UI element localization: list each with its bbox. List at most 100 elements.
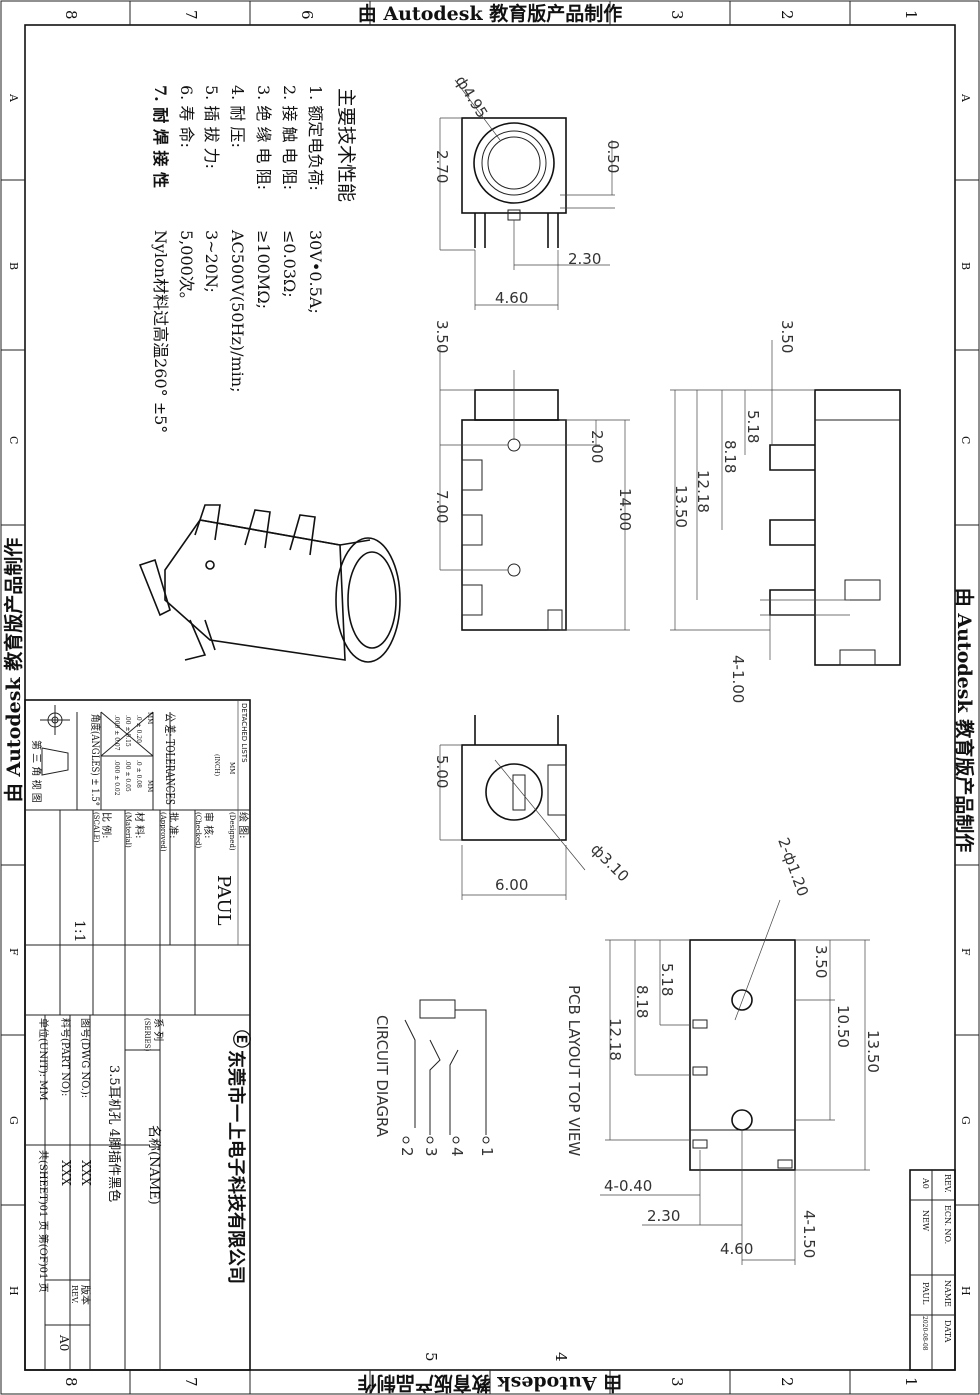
specs-title: 主要技术性能 [335,88,357,202]
pcb-layout-label: PCB LAYOUT TOP VIEW [565,985,583,1156]
zones-numbers-bottom-0: 8 [62,1377,80,1387]
side-view [439,345,630,631]
title-block-series-en: (SERIES) [143,1018,151,1052]
title-block-dwg-value: XXX [79,1160,93,1186]
title-block-scale-en: (SCALE) [92,812,100,843]
specs-items-6-value: Nylon材料过高温260° ±5° [151,230,170,433]
zones-numbers-top-1: 7 [182,10,200,20]
specs-items-6-label: 7. 耐 焊 接 性 [151,85,170,188]
revision-table-headers-0: REV. [943,1174,952,1193]
circuit-diagram [402,999,490,1144]
dimensions-d2x120: 2-ф1.20 [774,835,812,899]
dimensions-d200: 2.00 [588,430,606,463]
title-block-material-en: (Material) [124,812,132,848]
title-block-sheet: 共(SHEET)01 页 第(OF)01 页 [37,1150,50,1293]
zone-numbers: 8 7 6 3 2 1 8 7 5 4 3 2 1 [62,10,920,1387]
title-block-angles: 角度(ANGLES) ± 1.5° [89,714,102,806]
dimensions-d600: 6.00 [495,876,528,894]
zones-letters-5: F [7,948,20,956]
zones-numbers-bottom-3: 4 [552,1352,570,1362]
revision-table-row-3: 2020-08-08 [921,1316,928,1351]
specs-items-1-label: 2. 接 触 电 阻: [280,85,299,190]
dimensions-d518a: 5.18 [744,410,762,443]
dimensions-d230a: 2.30 [568,250,601,268]
pcb-layout [600,899,870,1265]
dimensions-d310: ф3.10 [587,840,632,885]
title-block-scale-value: 1:1 [71,920,87,943]
zones-numbers-top-3: 3 [668,10,686,20]
specs-items-2-label: 3. 绝 缘 电 阻: [254,85,273,190]
title-block-material-label: 材 料: [133,812,146,839]
zones-letters-0: A [959,93,972,103]
title-block-tolerances: 公 差: TOLERANCES [163,713,177,805]
dimensions-d460a: 4.60 [495,289,528,307]
title-block-designed-label: 绘 图: [237,812,250,839]
dimension-labels: ф4.95 2.70 0.50 2.30 4.60 3.50 2.00 7.00… [373,73,882,1259]
title-block-tol-left-1: .00 ± 0.15 [124,715,131,747]
title-block-approved-en: (Approved) [159,812,167,852]
dimensions-d4x150: 4-1.50 [800,1210,818,1258]
dimensions-d1218b: 12.18 [606,1018,624,1061]
zones-numbers-top-2: 6 [298,10,316,20]
watermark: 由 Autodesk 教育版产品制作 [2,538,25,802]
labels-pins-1: 4 [448,1147,466,1157]
zones-letters-6: G [7,1116,20,1125]
title-block-rev-value: A0 [57,1334,71,1351]
right-view [670,340,901,666]
title-block-dwg-label: 图号(DWG NO.): [79,1018,91,1098]
zones-letters-1: B [7,262,20,270]
revision-table-row-2: PAUL [921,1282,930,1305]
dimensions-d230b: 2.30 [647,1207,680,1225]
circuit-label: CIRCUIT DIAGRA [373,1015,391,1138]
zones-letters-1: B [959,262,972,270]
title-block-detached: DETACHED LISTS [240,703,248,763]
specs-items-0-label: 1. 额定电负荷: [306,85,325,191]
dimensions-d1350b: 13.50 [864,1030,882,1073]
specs-items-5-label: 6. 寿 命: [177,85,196,148]
specs-items-0-value: 30V•0.5A; [306,230,325,314]
title-block-scale-label: 比 例: [100,812,113,839]
revision-table: REV. ECN. NO. NAME DATA A0 NEW PAUL 2020… [909,1169,956,1371]
specs-items-3-label: 4. 耐 压: [228,85,247,148]
technical-specs: 主要技术性能 1. 额定电负荷: 30V•0.5A; 2. 接 触 电 阻: ≤… [151,85,357,433]
title-block-unit-mm: MM [146,712,153,724]
dimensions-d050: 0.50 [604,140,622,173]
projection-symbol [40,705,70,776]
zones-numbers-bottom-1: 7 [182,1377,200,1387]
dimensions-d4x100: 4-1.00 [729,655,747,703]
dimensions-d1218a: 12.18 [694,470,712,513]
zones-letters-2: C [959,436,972,444]
title-block-unit-inch: (INCH) [213,754,220,776]
title-block-tol-right-1: .00 ± 0.05 [124,760,131,792]
revision-table-headers-2: NAME [943,1280,952,1307]
labels-pins-2: 3 [422,1147,440,1157]
dimensions-d518b: 5.18 [658,963,676,996]
zones-letters-7: H [7,1286,20,1296]
dimensions-d1350a: 13.50 [672,485,690,528]
title-block-tol-right-0: .0 ± 0.08 [135,760,142,788]
dimensions-d818b: 8.18 [633,985,651,1018]
zones-letters-7: H [959,1286,972,1296]
title-block-unit-label: 单位(UNIT): MM [37,1018,50,1101]
dimensions-d350c: 3.50 [812,945,830,978]
title-block-name-value: 3.5耳机孔 4脚插件黑色 [106,1065,122,1202]
zones-numbers-top-0: 8 [62,10,80,20]
title-block-tol-left-0: .0 ± 0.20 [135,715,142,743]
title-block-projection: 第 三 角 视 图 [30,740,43,803]
specs-items-4-value: 3~20N; [202,230,221,293]
title-block-rev-en: REV. [70,1285,79,1304]
dimensions-d495: ф4.95 [452,73,492,122]
revision-table-row-0: A0 [921,1177,930,1189]
dimensions-d4x040: 4-0.40 [604,1177,652,1195]
title-block-designed-value: PAUL [213,875,234,926]
specs-items-5-value: 5,000次。 [177,230,196,308]
title-block-approved-label: 批 准: [167,812,180,839]
dimensions-d700: 7.00 [433,490,451,523]
inner-frame [24,24,956,1371]
title-block-checked-label: 审 核: [202,812,215,839]
specs-items-1-value: ≤0.03Ω; [280,230,299,298]
dimensions-d500: 5.00 [433,755,451,788]
